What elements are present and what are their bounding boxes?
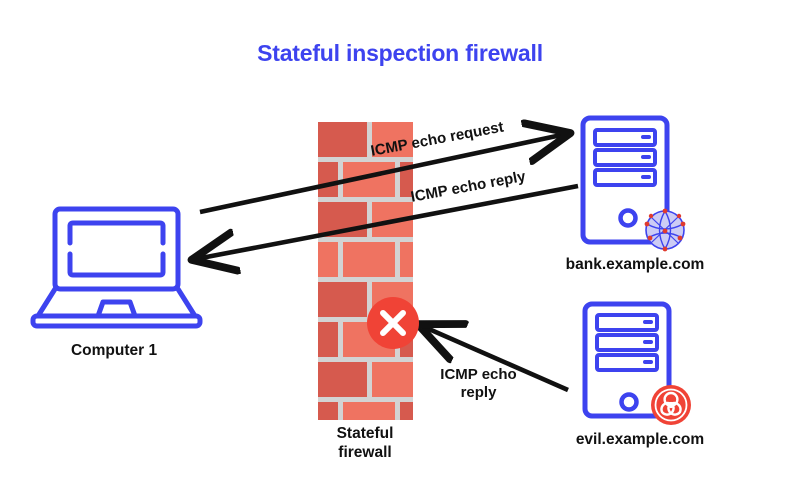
server-icon bbox=[582, 301, 672, 419]
server-icon bbox=[580, 115, 670, 245]
evil-server-label: evil.example.com bbox=[575, 431, 705, 448]
laptop-icon bbox=[30, 206, 203, 329]
label-echo-reply-blocked: ICMP echo reply bbox=[440, 366, 517, 401]
firewall-label: Stateful firewall bbox=[336, 425, 394, 462]
arrow-echo-reply-blocked bbox=[422, 326, 569, 393]
arrow-echo-request bbox=[199, 134, 566, 215]
arrow-echo-reply-allowed bbox=[196, 183, 579, 259]
page-title: Stateful inspection firewall bbox=[257, 40, 543, 66]
x-circle-icon bbox=[367, 297, 419, 349]
bank-server-label: bank.example.com bbox=[565, 256, 705, 273]
globe-network-icon bbox=[644, 208, 686, 252]
computer-label: Computer 1 bbox=[70, 342, 158, 359]
biohazard-icon bbox=[651, 385, 691, 425]
